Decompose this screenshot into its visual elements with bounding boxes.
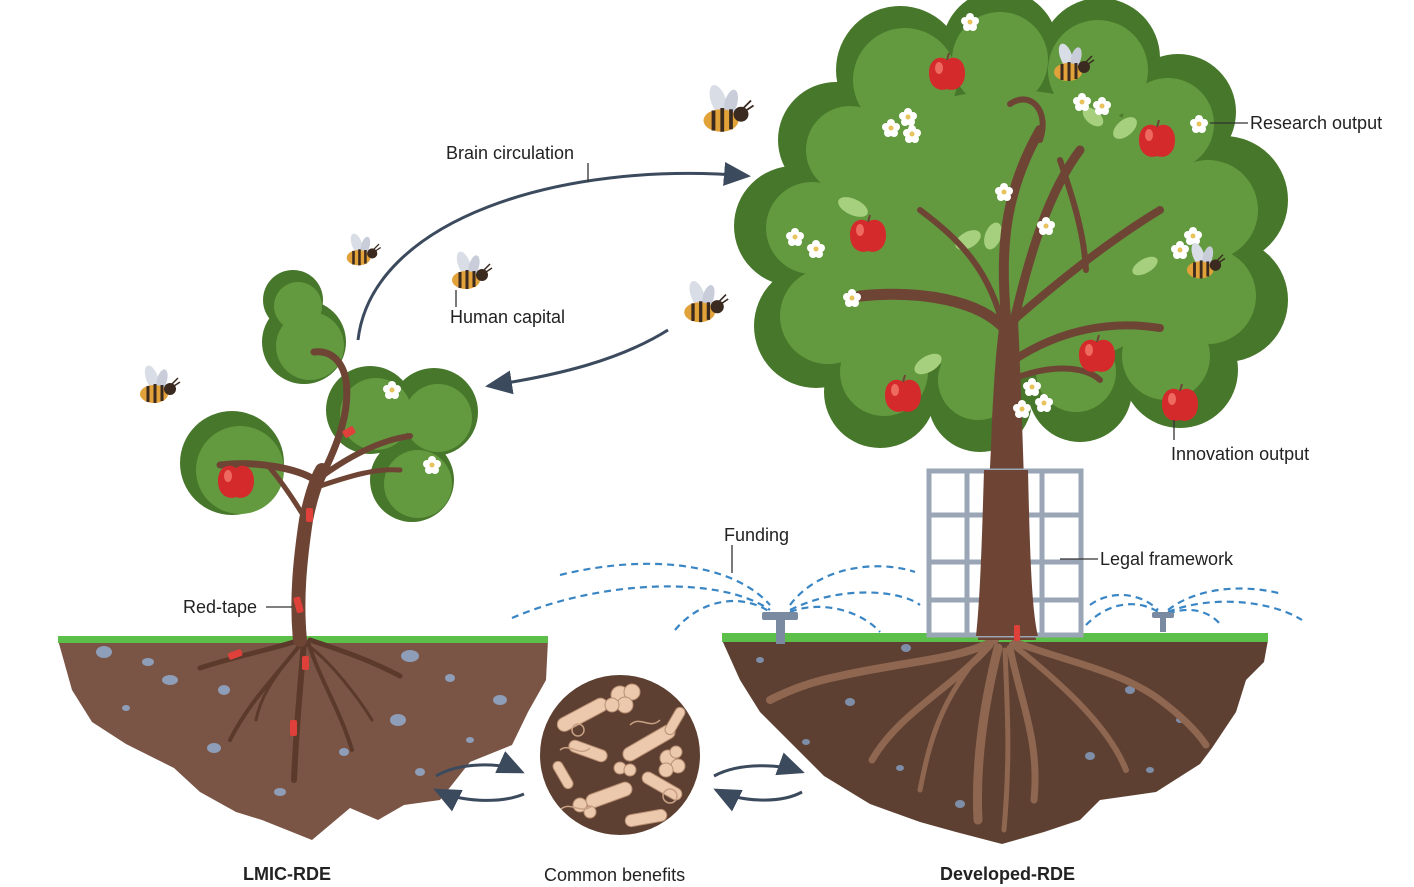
apple-3: [850, 214, 886, 252]
flower: [903, 125, 921, 143]
developed-roots: [766, 636, 1210, 833]
apples: [218, 52, 1198, 498]
bee-icon: [452, 251, 493, 289]
bee-icon: [140, 365, 181, 403]
label-common-benefits: Common benefits: [544, 865, 685, 885]
bees: [140, 43, 1226, 403]
label-funding: Funding: [724, 525, 789, 545]
flower: [843, 289, 861, 307]
red-tape-markers: [227, 426, 1020, 736]
flower: [1190, 115, 1208, 133]
label-innovation-output: Innovation output: [1171, 444, 1309, 464]
apple-4: [1079, 334, 1115, 372]
label-lmic-rde: LMIC-RDE: [243, 864, 331, 884]
flower: [995, 183, 1013, 201]
bee-icon: [703, 85, 755, 132]
flower: [1171, 241, 1189, 259]
lmic-pebbles: [96, 646, 507, 796]
flower: [1013, 400, 1031, 418]
flower: [1023, 378, 1041, 396]
label-developed-rde: Developed-RDE: [940, 864, 1075, 884]
flower: [423, 456, 441, 474]
flowers: [383, 13, 1208, 474]
common-benefits-microbiome: [540, 675, 700, 835]
flower: [882, 119, 900, 137]
leader-lines: [266, 122, 1248, 608]
apple-5: [885, 374, 921, 412]
flower: [1035, 394, 1053, 412]
developed-red-tape-marker: [1014, 625, 1020, 641]
label-red-tape: Red-tape: [183, 597, 257, 617]
flower: [961, 13, 979, 31]
developed-tree-canopy: [734, 0, 1288, 452]
bee-icon: [1186, 242, 1226, 279]
label-human-capital: Human capital: [450, 307, 565, 327]
apple-1: [929, 52, 965, 90]
flower: [786, 228, 804, 246]
label-legal-framework: Legal framework: [1100, 549, 1234, 569]
flower: [1073, 93, 1091, 111]
apple-lmic: [218, 460, 254, 498]
apple-2: [1139, 119, 1175, 157]
flower: [1093, 97, 1111, 115]
apple-6: [1162, 383, 1198, 421]
label-research-output: Research output: [1250, 113, 1382, 133]
flower: [899, 108, 917, 126]
label-brain-circulation: Brain circulation: [446, 143, 574, 163]
brain-circulation-arrows: [356, 162, 751, 395]
exchange-arrows: [433, 751, 805, 812]
bee-icon: [346, 233, 382, 266]
funding-sprinklers: [511, 562, 1303, 644]
developed-trunk-front: [976, 470, 1038, 636]
flower: [1184, 227, 1202, 245]
flower: [807, 240, 825, 258]
bee-icon: [684, 280, 729, 323]
flower: [383, 381, 401, 399]
flower: [1037, 217, 1055, 235]
bee-icon: [1054, 43, 1095, 81]
